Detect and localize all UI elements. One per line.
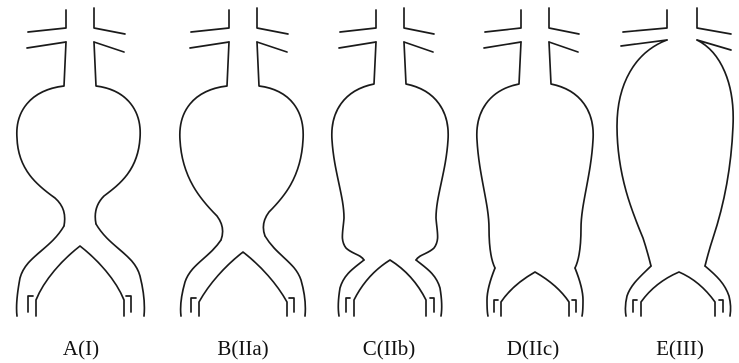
iliac-bifurcation	[17, 224, 145, 316]
panel-e-label: E(III)	[656, 336, 704, 360]
renal-arteries	[621, 8, 731, 50]
aneurysm-left-wall	[180, 42, 229, 240]
renal-arteries	[190, 8, 288, 52]
aneurysm-right-wall	[94, 42, 140, 224]
aneurysm-left-wall	[477, 42, 521, 268]
panel-d-drawing	[477, 8, 593, 316]
aneurysm-left-wall	[617, 40, 667, 266]
panel-e-drawing	[617, 8, 733, 316]
aneurysm-right-wall	[257, 42, 303, 236]
panel-b-drawing	[180, 8, 306, 316]
renal-arteries	[339, 8, 434, 52]
panel-a-drawing	[17, 8, 145, 316]
panel-d-label: D(IIc)	[507, 336, 559, 360]
panel-c-drawing	[332, 8, 448, 316]
panel-c-label: C(IIb)	[363, 336, 415, 360]
iliac-bifurcation	[181, 236, 306, 316]
panel-labels: A(I) B(IIa) C(IIb) D(IIc) E(III)	[63, 336, 704, 360]
aneurysm-right-wall	[404, 42, 448, 260]
renal-arteries	[484, 8, 579, 52]
aneurysm-left-wall	[332, 42, 376, 260]
iliac-bifurcation	[338, 260, 441, 316]
panel-b-label: B(IIa)	[217, 336, 268, 360]
iliac-bifurcation	[487, 268, 583, 316]
aneurysm-left-wall	[17, 42, 66, 226]
iliac-bifurcation	[625, 266, 730, 316]
aneurysm-right-wall	[697, 40, 733, 266]
renal-arteries	[27, 8, 125, 52]
aneurysm-right-wall	[549, 42, 593, 268]
panel-a-label: A(I)	[63, 336, 99, 360]
